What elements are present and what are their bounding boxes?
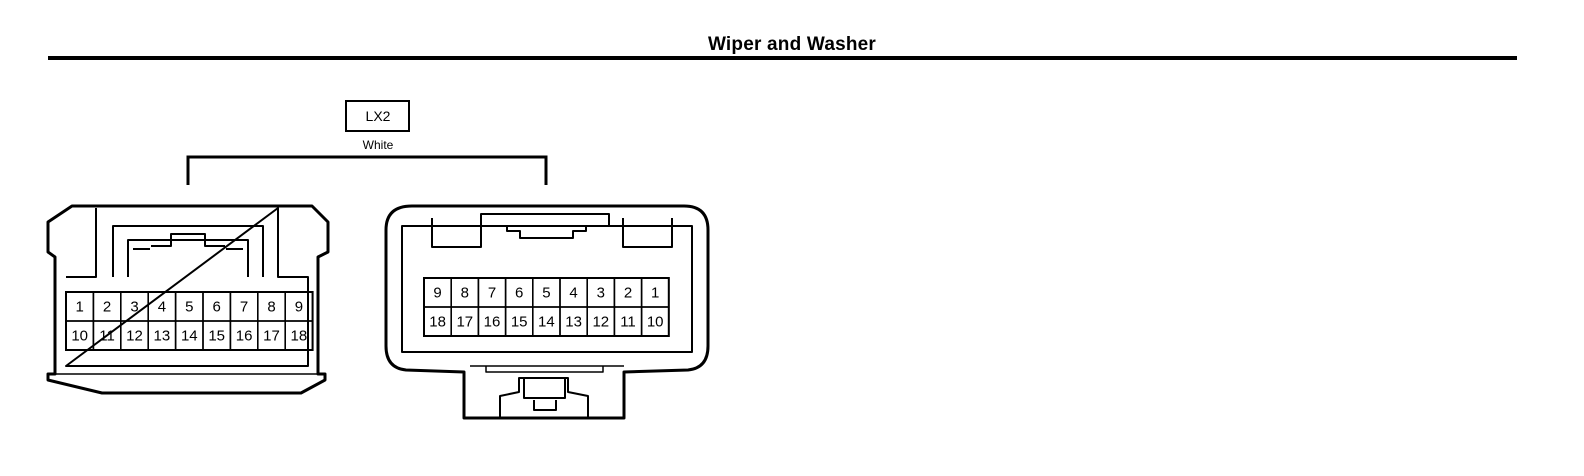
right-pin-label: 15 bbox=[511, 314, 528, 331]
left-pin-label: 13 bbox=[154, 328, 171, 345]
page-title: Wiper and Washer bbox=[707, 34, 877, 55]
right-pin-label: 4 bbox=[569, 285, 577, 302]
right-pin-label: 5 bbox=[542, 285, 550, 302]
right-connector-pin-grid: 9 8 7 6 5 4 3 2 1 18 17 16 15 14 13 12 11 10 bbox=[423, 277, 670, 337]
connector-code-box bbox=[345, 100, 410, 132]
left-pin-label: 4 bbox=[158, 299, 166, 316]
right-pin-label: 1 bbox=[651, 285, 659, 302]
left-pin-label: 11 bbox=[99, 328, 115, 345]
left-pin-label: 17 bbox=[263, 328, 280, 345]
right-pin-label: 17 bbox=[456, 314, 473, 331]
left-pin-label: 2 bbox=[103, 299, 111, 316]
left-pin-label: 14 bbox=[181, 328, 198, 345]
right-pin-label: 11 bbox=[620, 314, 636, 331]
left-pin-label: 7 bbox=[240, 299, 248, 316]
right-pin-label: 13 bbox=[565, 314, 582, 331]
left-pin-label: 16 bbox=[236, 328, 253, 345]
right-pin-label: 3 bbox=[597, 285, 605, 302]
right-pin-label: 9 bbox=[433, 285, 441, 302]
right-pin-label: 6 bbox=[515, 285, 523, 302]
left-pin-label: 12 bbox=[126, 328, 143, 345]
right-pin-label: 18 bbox=[429, 314, 446, 331]
right-pin-label: 2 bbox=[624, 285, 632, 302]
right-pin-label: 14 bbox=[538, 314, 555, 331]
left-pin-label: 18 bbox=[291, 328, 308, 345]
connector-color-text: White bbox=[363, 138, 394, 152]
left-pin-label: 9 bbox=[295, 299, 303, 316]
right-pin-label: 16 bbox=[484, 314, 501, 331]
left-pin-label: 8 bbox=[267, 299, 275, 316]
left-pin-label: 15 bbox=[208, 328, 225, 345]
connector-code-text: LX2 bbox=[366, 108, 391, 124]
left-pin-label: 3 bbox=[130, 299, 138, 316]
left-pin-label: 6 bbox=[213, 299, 221, 316]
left-connector-housing bbox=[46, 204, 330, 395]
right-pin-label: 7 bbox=[488, 285, 496, 302]
right-pin-label: 10 bbox=[647, 314, 664, 331]
left-pin-label: 5 bbox=[185, 299, 193, 316]
right-pin-label: 12 bbox=[592, 314, 609, 331]
connector-code-label: LX2 bbox=[345, 100, 410, 132]
title-divider bbox=[48, 56, 1517, 60]
left-pin-label: 10 bbox=[71, 328, 88, 345]
right-pin-cell bbox=[640, 306, 670, 337]
left-pin-cell bbox=[284, 320, 314, 351]
connector-bracket bbox=[186, 155, 548, 185]
right-connector-housing bbox=[384, 204, 710, 420]
left-pin-label: 1 bbox=[76, 299, 84, 316]
right-pin-label: 8 bbox=[461, 285, 469, 302]
